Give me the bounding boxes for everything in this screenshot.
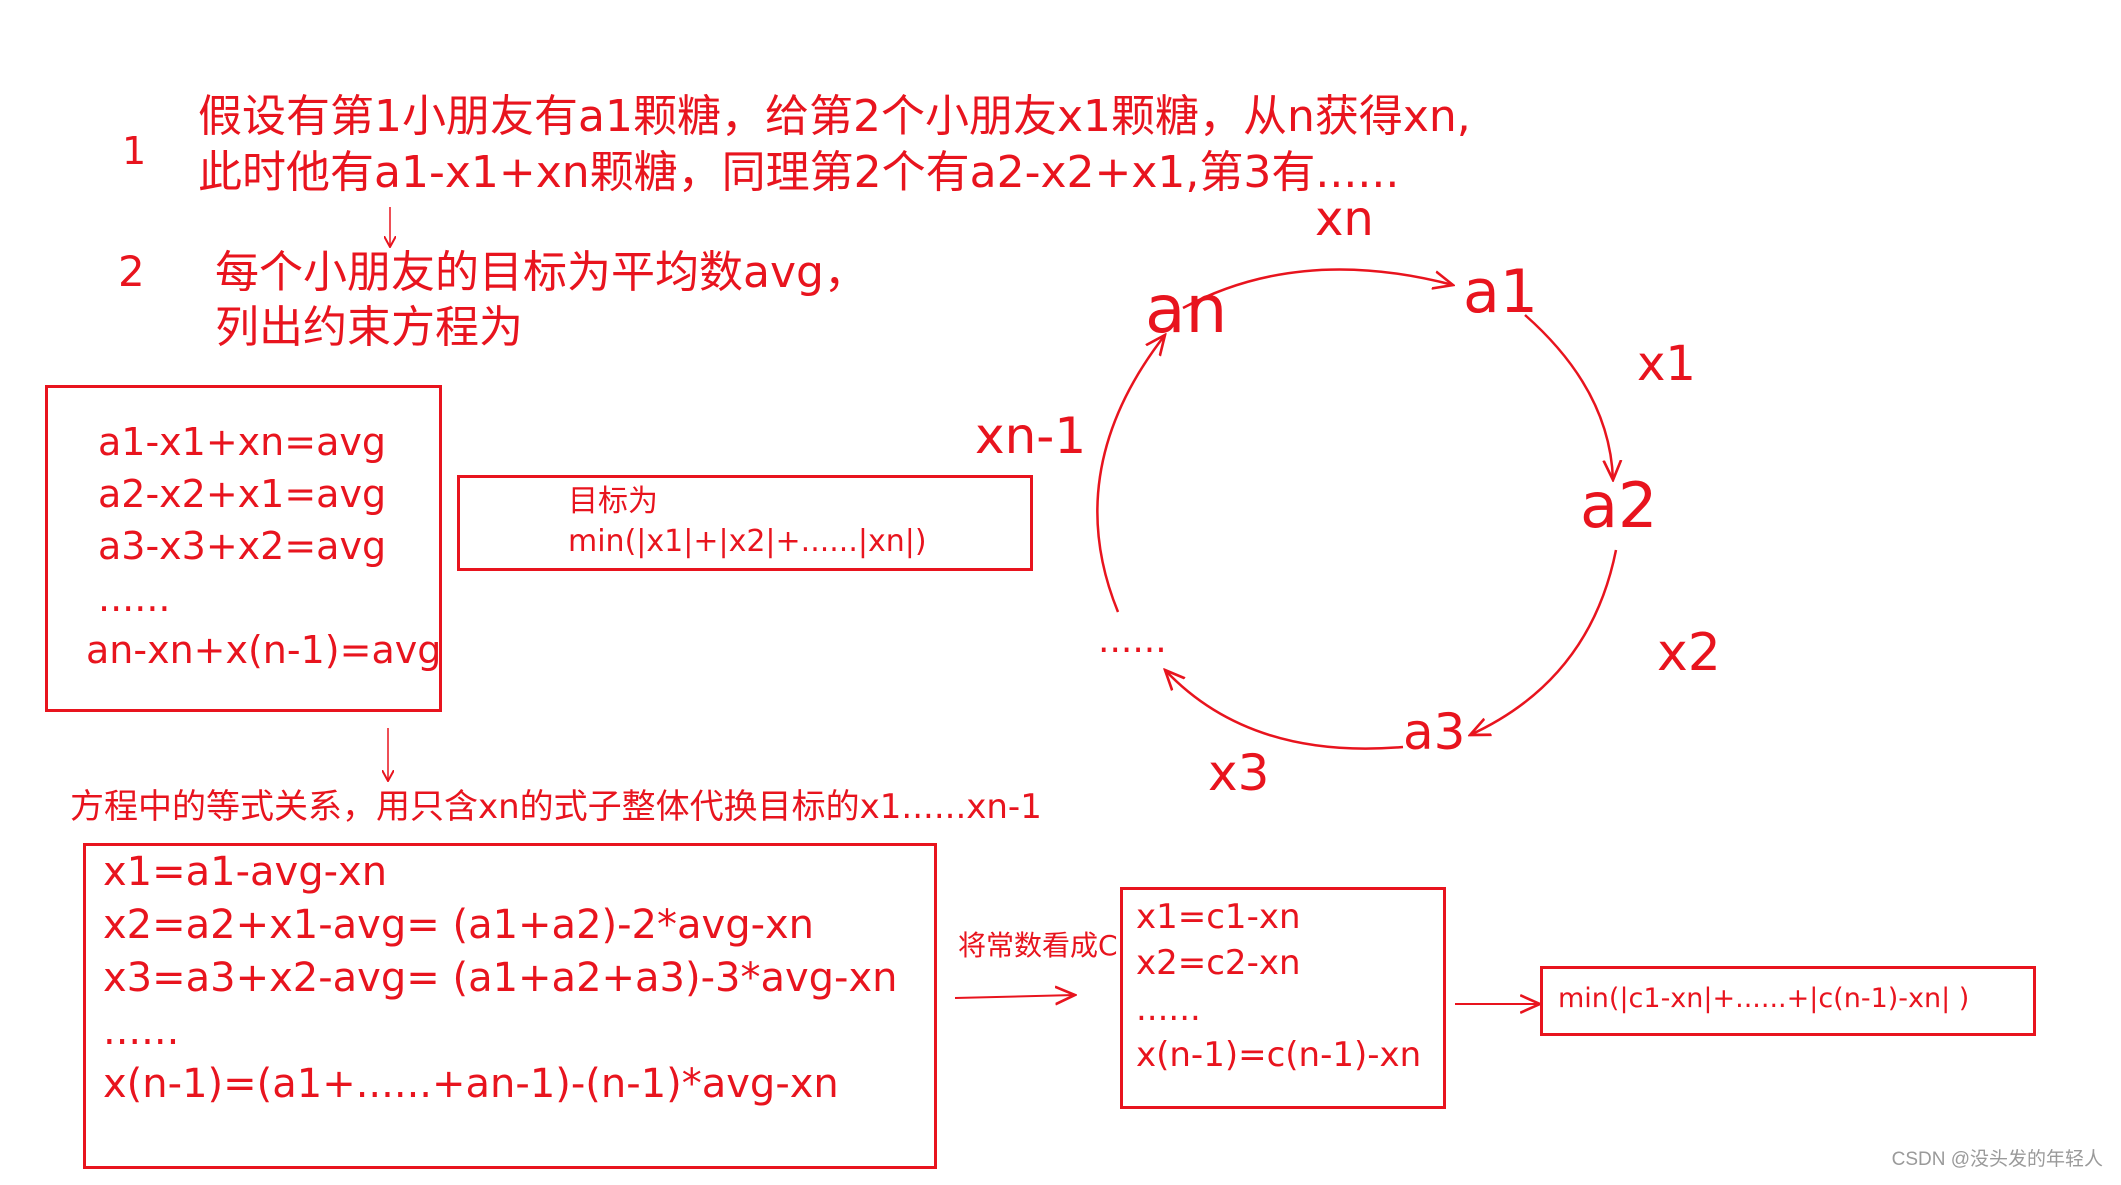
goal-box: 目标为 min(|x1|+|x2|+......|xn|): [457, 475, 1033, 571]
substitution-box: x1=a1-avg-xn x2=a2+x1-avg= (a1+a2)-2*avg…: [83, 843, 937, 1169]
equation-2: a2-x2+x1=avg: [98, 472, 387, 516]
arc-dots-to-an: [1096, 335, 1165, 613]
goal-expression: min(|x1|+|x2|+......|xn|): [568, 524, 927, 559]
ci-line-1: x1=c1-xn: [1136, 897, 1301, 937]
edge-label-xn-1: xn-1: [975, 407, 1087, 465]
watermark: CSDN @没头发的年轻人: [1891, 1149, 2103, 1170]
step1-line2: 此时他有a1-x1+xn颗糖，同理第2个有a2-x2+x1,第3有......: [198, 147, 1400, 198]
step1-number: 1: [122, 129, 147, 173]
equation-1: a1-x1+xn=avg: [98, 420, 386, 464]
constants-note: 将常数看成Ci: [958, 929, 1126, 962]
step1-line1: 假设有第1小朋友有a1颗糖，给第2个小朋友x1颗糖，从n获得xn,: [198, 91, 1471, 142]
substitution-line-5: x(n-1)=(a1+......+an-1)-(n-1)*avg-xn: [103, 1061, 839, 1107]
arc-a3-to-dots: [1165, 670, 1404, 750]
right-arrow-to-ci: [954, 995, 1075, 998]
edge-label-x1: x1: [1637, 336, 1696, 392]
ci-line-2: x2=c2-xn: [1136, 943, 1301, 983]
step2-number: 2: [118, 247, 145, 296]
arc-an-to-a1: [1182, 268, 1453, 310]
edge-label-x3: x3: [1208, 744, 1270, 802]
ci-line-3: ......: [1136, 989, 1201, 1029]
arc-a2-to-a3: [1470, 549, 1618, 735]
arc-a1-to-a2: [1524, 314, 1613, 480]
ci-line-4: x(n-1)=c(n-1)-xn: [1136, 1035, 1422, 1075]
equations-box: a1-x1+xn=avg a2-x2+x1=avg a3-x3+x2=avg .…: [45, 385, 442, 712]
step2-line1: 每个小朋友的目标为平均数avg，: [215, 247, 868, 298]
ci-box: x1=c1-xn x2=c2-xn ...... x(n-1)=c(n-1)-x…: [1120, 887, 1446, 1109]
equation-ellipsis: ......: [98, 576, 171, 620]
substitution-line-4: ......: [103, 1008, 180, 1054]
substitution-line-3: x3=a3+x2-avg= (a1+a2+a3)-3*avg-xn: [103, 955, 898, 1001]
node-dots: ......: [1098, 620, 1167, 661]
substitution-line-1: x1=a1-avg-xn: [103, 849, 388, 895]
node-a3: a3: [1403, 703, 1466, 761]
edge-label-x2: x2: [1657, 623, 1721, 683]
equation-3: a3-x3+x2=avg: [98, 524, 387, 568]
equation-n: an-xn+x(n-1)=avg: [86, 628, 442, 672]
edge-label-xn: xn: [1315, 191, 1374, 247]
substitution-line-2: x2=a2+x1-avg= (a1+a2)-2*avg-xn: [103, 902, 815, 948]
step2-line2: 列出约束方程为: [215, 302, 523, 353]
final-expression: min(|c1-xn|+......+|c(n-1)-xn| ): [1558, 983, 1970, 1014]
goal-label: 目标为: [568, 484, 658, 519]
substitution-caption: 方程中的等式关系，用只含xn的式子整体代换目标的x1......xn-1: [70, 787, 1042, 827]
